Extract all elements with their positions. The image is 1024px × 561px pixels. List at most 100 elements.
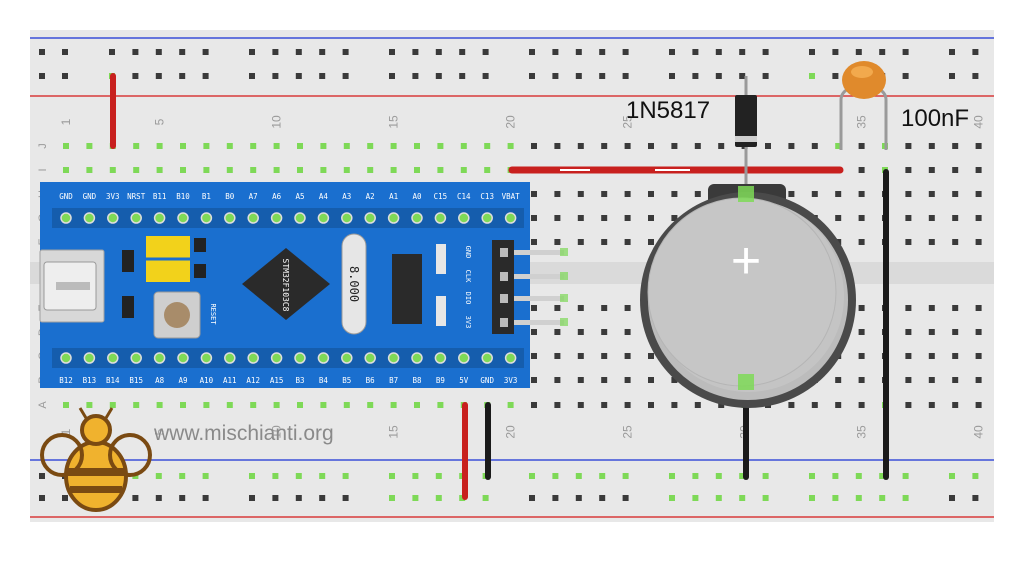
- board-pin: [364, 212, 376, 224]
- rail-hole: [622, 49, 629, 55]
- breadboard-hole: [601, 215, 608, 221]
- rail-hole: [599, 73, 606, 79]
- rail-hole: [622, 473, 629, 479]
- breadboard-hole: [624, 191, 631, 197]
- board-pin: [270, 212, 283, 224]
- breadboard-hole: [484, 143, 491, 149]
- board-bottom-pin-label: B9: [436, 376, 445, 385]
- breadboard-hole: [601, 143, 608, 149]
- rail-hole: [202, 73, 209, 79]
- breadboard-hole: [577, 353, 584, 359]
- board-top-pin-label: A2: [366, 192, 375, 201]
- rail-hole: [295, 495, 302, 501]
- breadboard-hole: [928, 353, 935, 359]
- side-pin: [514, 320, 564, 325]
- bee-logo-icon: [40, 407, 152, 512]
- board-pin: [387, 212, 400, 224]
- board-reset-label: RESET: [209, 303, 217, 325]
- board-pin: [317, 352, 330, 364]
- board-pin: [458, 212, 470, 224]
- breadboard-hole: [109, 167, 116, 173]
- breadboard-hole: [577, 305, 584, 311]
- rail-hole: [739, 73, 746, 79]
- column-number-bottom: 5: [153, 428, 167, 435]
- rail-hole: [295, 73, 302, 79]
- battery-plus-symbol: +: [731, 232, 761, 290]
- breadboard-hole: [601, 329, 608, 335]
- breadboard-hole: [367, 143, 374, 149]
- breadboard-hole: [624, 143, 631, 149]
- board-pin: [458, 352, 470, 364]
- breadboard-hole: [180, 402, 186, 408]
- rail-hole: [809, 49, 815, 55]
- breadboard-hole: [694, 191, 701, 197]
- rail-hole: [272, 49, 279, 55]
- side-pin-hole: [560, 248, 568, 256]
- rail-hole: [715, 49, 722, 55]
- rail-hole: [552, 495, 559, 501]
- rail-hole: [529, 49, 535, 55]
- breadboard-hole: [928, 167, 935, 173]
- rail-hole: [575, 73, 582, 79]
- breadboard-hole: [531, 329, 537, 335]
- rail-hole: [435, 495, 442, 501]
- breadboard-hole: [250, 167, 257, 173]
- board-pin: [504, 212, 517, 224]
- rail-hole: [715, 473, 722, 479]
- breadboard-hole: [905, 239, 912, 245]
- breadboard-hole: [811, 143, 818, 149]
- stm32-board: [39, 182, 530, 388]
- breadboard-hole: [601, 191, 608, 197]
- rail-hole: [529, 495, 535, 501]
- rail-hole: [155, 49, 162, 55]
- diode-label: 1N5817: [626, 97, 710, 124]
- rail-hole: [809, 495, 815, 501]
- breadboard-hole: [975, 215, 982, 221]
- rail-hole: [622, 73, 629, 79]
- column-number-bottom: 40: [972, 425, 986, 439]
- rail-hole: [155, 473, 162, 479]
- rail-hole: [319, 73, 326, 79]
- breadboard-hole: [390, 167, 397, 173]
- rail-hole: [319, 495, 326, 501]
- rail-hole: [249, 495, 255, 501]
- board-pin: [411, 352, 423, 364]
- breadboard-hole: [928, 305, 935, 311]
- breadboard-hole: [835, 191, 842, 197]
- breadboard-hole: [601, 305, 608, 311]
- breadboard-hole: [250, 143, 257, 149]
- rail-hole: [109, 49, 115, 55]
- board-top-pin-label: B11: [153, 192, 167, 201]
- breadboard-hole: [86, 143, 93, 149]
- breadboard-hole: [835, 377, 842, 383]
- side-pin-base: [500, 318, 508, 327]
- column-number-top: 25: [621, 115, 635, 129]
- breadboard-hole: [858, 191, 865, 197]
- board-top-pin-label: A5: [295, 192, 304, 201]
- breadboard-hole: [624, 305, 631, 311]
- breadboard-hole: [343, 143, 350, 149]
- breadboard-hole: [975, 353, 982, 359]
- breadboard-hole: [905, 377, 912, 383]
- rail-hole: [949, 49, 955, 55]
- row-letter: J: [37, 143, 49, 149]
- breadboard-hole: [531, 143, 537, 149]
- breadboard-hole: [390, 143, 397, 149]
- breadboard-hole: [437, 143, 444, 149]
- breadboard-hole: [648, 353, 654, 359]
- rail-hole: [342, 49, 349, 55]
- rail-hole: [832, 49, 839, 55]
- board-top-pin-label: VBAT: [502, 192, 521, 201]
- breadboard-hole: [180, 143, 186, 149]
- capacitor-label: 100nF: [901, 105, 969, 132]
- breadboard-hole: [273, 167, 280, 173]
- breadboard-hole: [414, 143, 420, 149]
- breadboard-hole: [577, 402, 584, 408]
- column-number-bottom: 25: [621, 425, 635, 439]
- rail-hole: [39, 495, 45, 501]
- board-pin: [247, 212, 259, 224]
- breadboard-hole: [203, 402, 210, 408]
- board-pin: [177, 212, 189, 224]
